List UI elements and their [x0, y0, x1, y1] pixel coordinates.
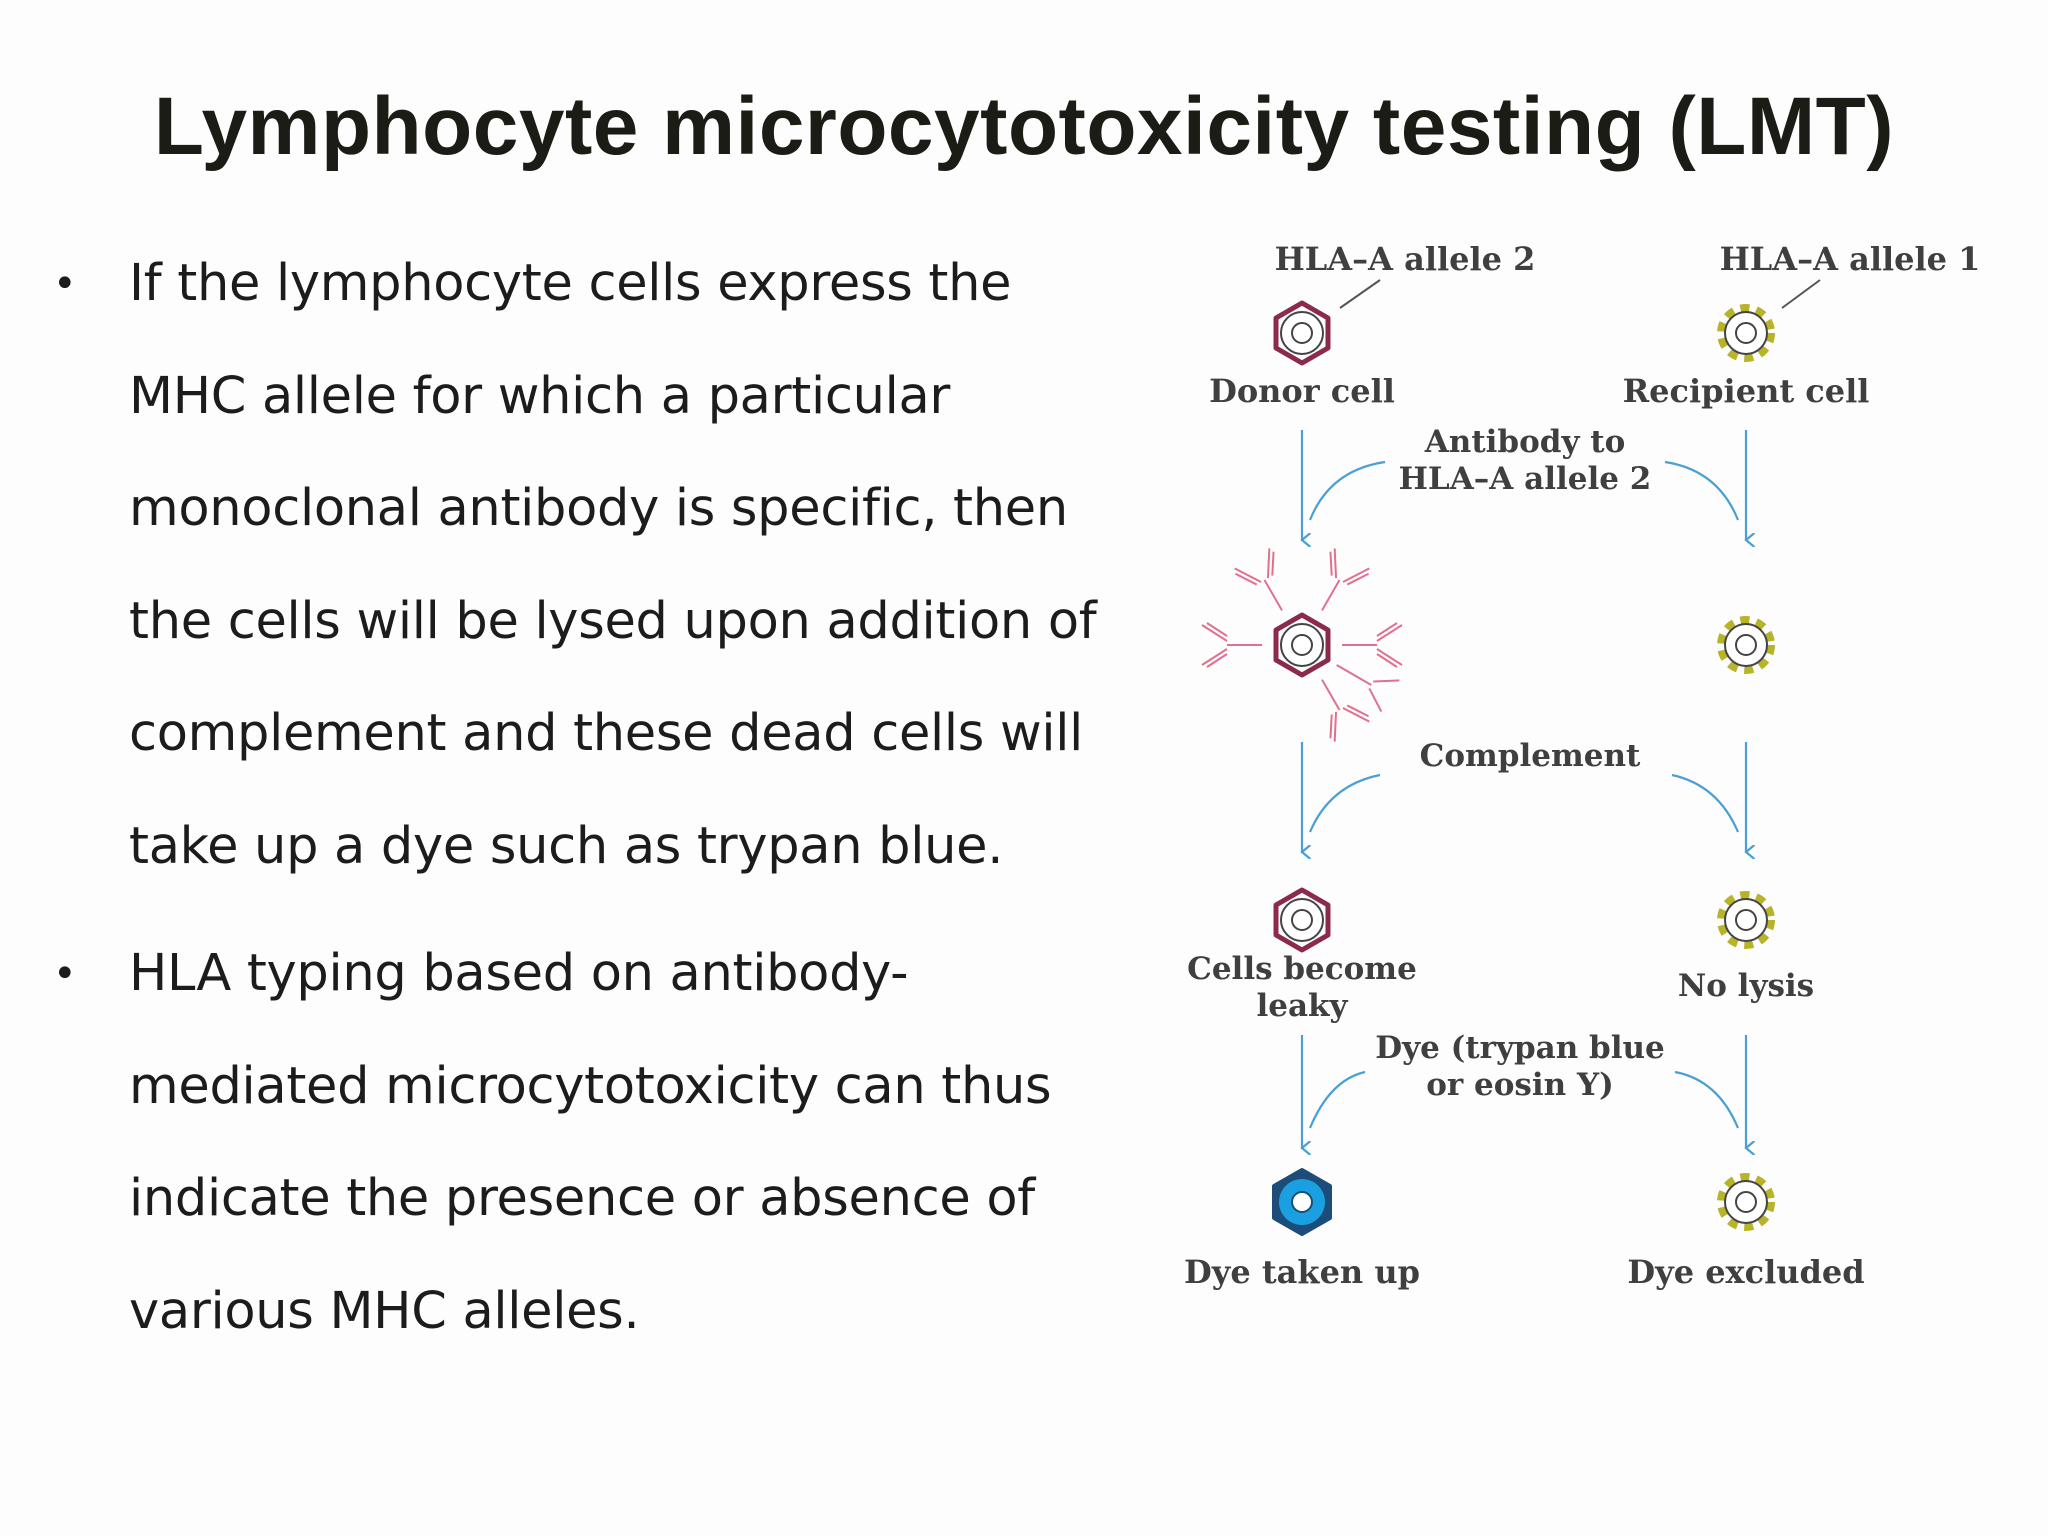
- bullet-item: • HLA typing based on antibody- mediated…: [40, 918, 1130, 1368]
- step3-arrows: [1302, 1035, 1746, 1148]
- leaky-label-line2: leaky: [1256, 988, 1348, 1024]
- allele-right-pointer: [1781, 279, 1821, 309]
- dye-excluded-cell-icon: [1717, 1173, 1775, 1231]
- no-lysis-label: No lysis: [1678, 968, 1814, 1004]
- recipient-cell-label: Recipient cell: [1623, 372, 1870, 410]
- lmt-diagram-svg: HLA–A allele 2 HLA–A allele 1 Donor cell…: [1184, 240, 1981, 1291]
- step2-label: Complement: [1420, 738, 1641, 774]
- step1-label-line1: Antibody to: [1424, 424, 1626, 460]
- step2-arrows: [1302, 742, 1746, 852]
- step1-label-line2: HLA–A allele 2: [1399, 461, 1652, 497]
- bullet-dot-icon: •: [53, 261, 77, 307]
- antibody-bound-donor-cell-icon: [1201, 548, 1403, 742]
- intact-recipient-cell-icon: [1717, 891, 1775, 949]
- bullet-text: If the lymphocyte cells express the MHC …: [129, 254, 1097, 876]
- donor-cell-icon: [1273, 300, 1331, 366]
- donor-cell-label: Donor cell: [1209, 372, 1395, 410]
- bullet-list: • If the lymphocyte cells express the MH…: [40, 228, 1130, 1368]
- dye-taken-label: Dye taken up: [1184, 1253, 1420, 1291]
- allele-right-label: HLA–A allele 1: [1720, 240, 1981, 278]
- leaky-cell-icon: [1273, 887, 1331, 953]
- recipient-cell-icon: [1717, 304, 1775, 362]
- bullet-text: HLA typing based on antibody- mediated m…: [129, 944, 1052, 1341]
- bullet-dot-icon: •: [53, 951, 77, 997]
- dyed-cell-icon: [1272, 1168, 1332, 1236]
- allele-left-pointer: [1339, 279, 1381, 309]
- slide-title: Lymphocyte microcytotoxicity testing (LM…: [153, 81, 1895, 172]
- bullet-item: • If the lymphocyte cells express the MH…: [40, 228, 1130, 903]
- lmt-diagram: HLA–A allele 2 HLA–A allele 1 Donor cell…: [1150, 220, 2020, 1340]
- recipient-cell-icon: [1717, 616, 1775, 674]
- allele-left-label: HLA–A allele 2: [1275, 240, 1536, 278]
- step3-label-line1: Dye (trypan blue: [1375, 1030, 1665, 1066]
- step3-label-line2: or eosin Y): [1426, 1067, 1614, 1103]
- dye-excluded-label: Dye excluded: [1627, 1253, 1864, 1291]
- leaky-label-line1: Cells become: [1187, 951, 1417, 987]
- step1-arrows: [1302, 430, 1746, 540]
